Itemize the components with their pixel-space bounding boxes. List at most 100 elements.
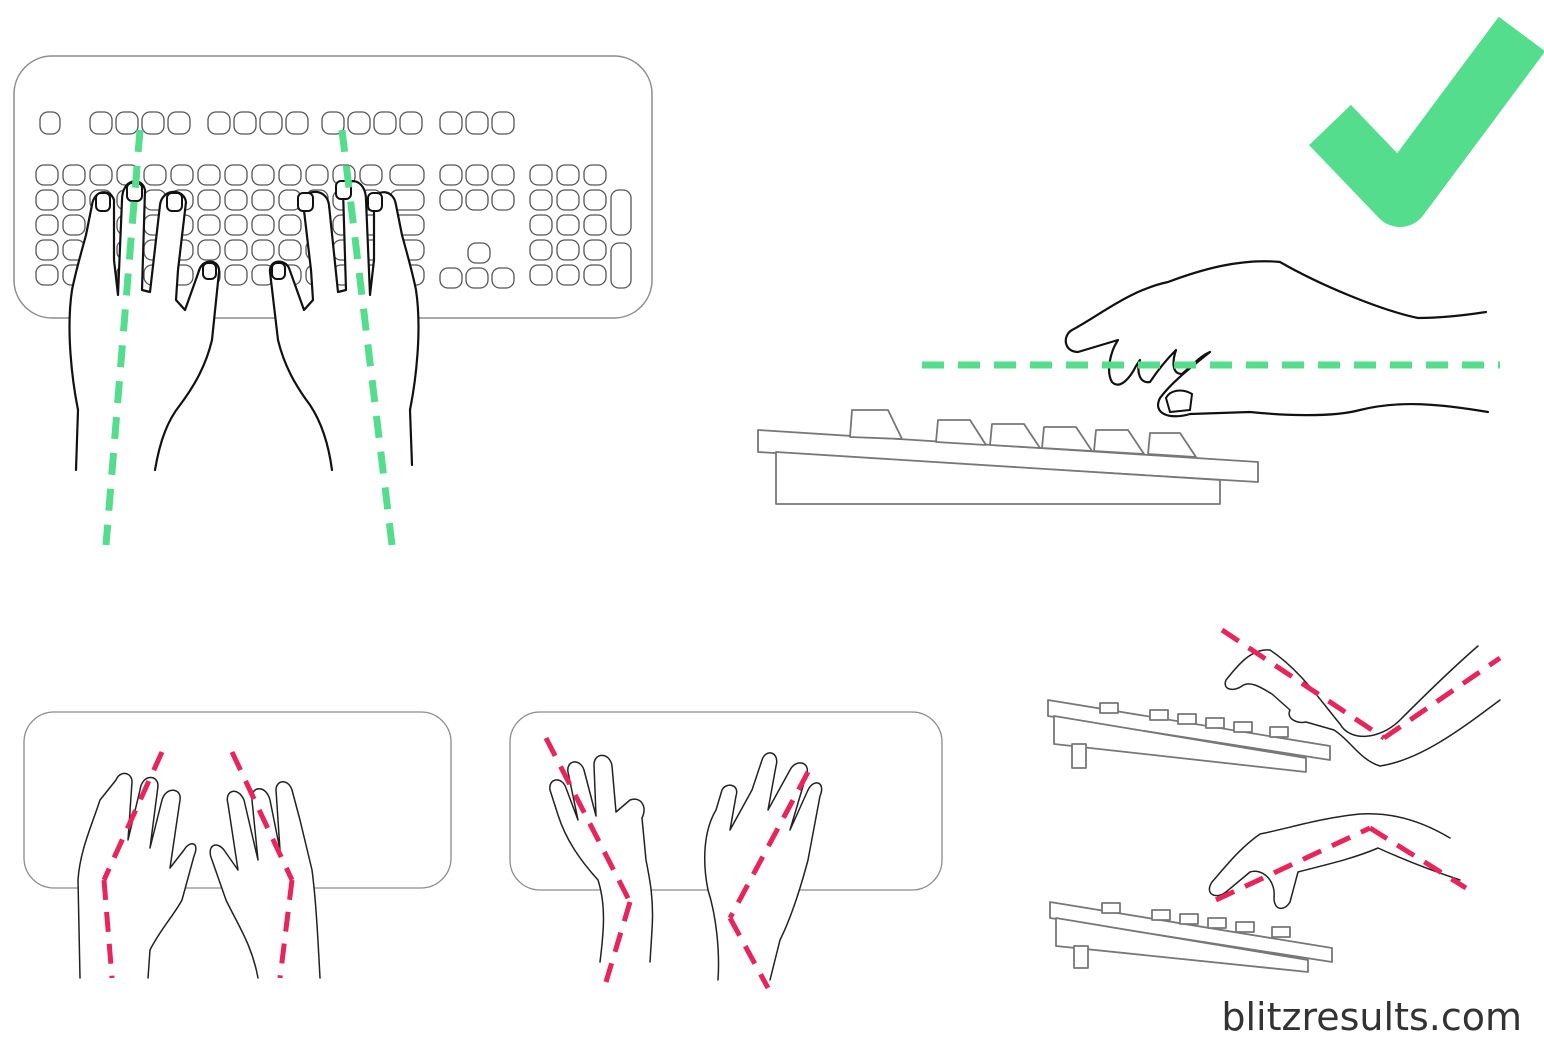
right-wrist-line [277,879,295,979]
keyboard-key [491,267,515,289]
keyboard-side-base [775,451,1221,505]
left-hand [68,180,221,472]
keyboard-key [556,164,580,186]
keyboard-key [251,164,275,186]
keyboard-key [529,214,553,236]
keyboard-key [224,189,248,211]
keyboard-key [251,189,275,211]
keyboard-key [439,164,463,186]
wrist-up-line-1 [1220,627,1386,741]
keyboard-key [465,164,489,186]
keyboard-key [556,264,580,286]
keyboard-key [35,239,59,261]
keyboard-key [62,214,86,236]
left-alignment-line-bent [101,750,165,882]
keyboard-side-upper-keys [1099,702,1289,738]
wrist-up-line-2 [1382,655,1502,741]
keyboard-key [251,239,275,261]
side-view-correct-panel [757,260,1500,505]
keyboard-key [259,111,283,135]
keyboard-key [233,111,257,135]
wrist-down-line-2 [1368,825,1468,891]
keyboard-key [285,111,309,135]
keyboard-key [491,164,515,186]
keyboard-key [39,111,61,135]
keyboard-key [278,164,302,186]
watermark: blitzresults.com [1221,995,1522,1039]
keyboard-key [529,189,553,211]
keyboard-key [610,242,632,289]
keyboard-key [610,189,632,236]
keyboard-key [556,189,580,211]
keyboard-key [583,189,607,211]
right-thumb-nail [271,262,286,280]
left-index-nail [95,192,111,212]
keyboard-key [491,189,515,211]
keyboard-key [399,111,423,135]
right-outward-wrist [727,916,771,990]
keyboard-key [465,189,489,211]
keyboard-key [170,164,194,186]
wrists-outward-panel [509,711,943,990]
top-view-correct-panel [13,55,653,546]
keyboard-key [305,164,329,186]
keyboard-key [35,264,59,286]
left-ring-nail [166,192,183,212]
keyboard-key [251,214,275,236]
keyboard-key [439,267,463,289]
right-ring-nail [367,192,383,212]
keyboard-key [224,264,248,286]
keyboard-key [583,164,607,186]
wrist-bent-down-panel [1049,812,1468,973]
keyboard-side-lower-keys [1101,902,1291,938]
keyboard-key [167,111,191,135]
right-index-nail [297,192,314,212]
hand-bent-down [1208,812,1461,910]
keyboard-key [207,111,231,135]
keyboard-key [359,164,383,186]
keyboard-key [278,239,302,261]
right-alignment-line-bent [229,750,295,882]
keyboard-key [35,214,59,236]
keyboard-key [62,164,86,186]
keyboard-key [556,239,580,261]
keyboard-key [197,164,221,186]
wrist-down-line-1 [1214,825,1372,903]
keyboard-key [35,189,59,211]
keyboard-key [465,267,489,289]
hand-side-view [1064,260,1490,418]
keyboard-key [143,164,167,186]
keyboard-key [529,264,553,286]
keyboard-key [197,214,221,236]
checkmark-icon [1309,16,1544,227]
right-hand [268,180,420,472]
keyboard-key [491,111,515,135]
keyboard-key [556,214,580,236]
keyboard-key [35,164,59,186]
keyboard-key [373,111,397,135]
keyboard-key [62,189,86,211]
keyboard-key [465,111,489,135]
keyboard-key [439,111,463,135]
keyboard-key [89,111,113,135]
keyboard-key [224,164,248,186]
keyboard-key [583,264,607,286]
right-outward-line [727,770,811,920]
hand-bent-up [1224,645,1501,767]
keyboard-key [439,189,463,211]
keyboard-key [224,214,248,236]
keyboard-key [389,164,425,186]
keyboard-key [467,242,491,264]
left-thumb-nail [202,262,217,280]
wrist-bent-up-panel [1047,627,1502,773]
keyboard-side-keys [849,409,1197,458]
keyboard-key [224,239,248,261]
keyboard-key [529,164,553,186]
keyboard-key [197,189,221,211]
wrists-inward-panel [23,711,452,979]
left-outward-wrist [603,901,633,983]
keyboard-key [347,111,371,135]
keyboard-key [141,111,165,135]
keyboard-key [583,214,607,236]
